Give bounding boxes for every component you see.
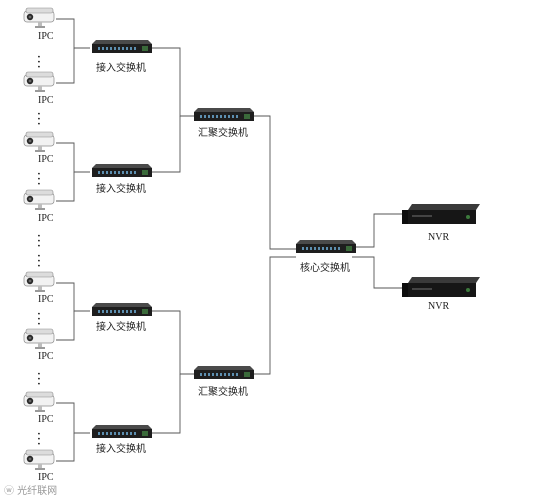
ellipsis-dots: ··· xyxy=(36,427,42,452)
access-switch-label: 接入交换机 xyxy=(96,184,146,195)
ipc-label: IPC xyxy=(38,472,54,483)
access-switch-label: 接入交换机 xyxy=(96,63,146,74)
nvr-recorder-icon xyxy=(402,204,480,224)
ipc-label: IPC xyxy=(38,414,54,425)
ellipsis-dots: ··· xyxy=(36,367,42,392)
nvr-label: NVR xyxy=(428,301,450,312)
aggregation-switches xyxy=(194,108,254,379)
watermark: ⓦ 光纤联网 xyxy=(4,486,58,497)
ipc-label: IPC xyxy=(38,154,54,165)
network-switch-icon xyxy=(92,425,152,438)
aggregation-switch-label: 汇聚交换机 xyxy=(198,128,248,139)
network-switch-icon xyxy=(92,164,152,177)
ip-camera-icon xyxy=(23,71,55,93)
ellipsis-dots: ··· xyxy=(36,167,42,192)
ellipsis-dots: ··· xyxy=(36,229,42,254)
access-switches xyxy=(92,40,152,438)
core-switch-label: 核心交换机 xyxy=(300,263,350,274)
access-switch-label: 接入交换机 xyxy=(96,444,146,455)
ip-camera-icon xyxy=(23,449,55,471)
ip-camera-icon xyxy=(23,328,55,350)
ellipsis-dots: ··· xyxy=(36,307,42,332)
ipc-label: IPC xyxy=(38,95,54,106)
aggregation-switch-label: 汇聚交换机 xyxy=(198,387,248,398)
network-switch-icon xyxy=(92,303,152,316)
access-switch-label: 接入交换机 xyxy=(96,322,146,333)
ip-camera-icon xyxy=(23,391,55,413)
network-switch-icon xyxy=(92,40,152,53)
ipc-label: IPC xyxy=(38,294,54,305)
ip-camera-icon xyxy=(23,7,55,29)
network-switch-icon xyxy=(194,366,254,379)
nvr-recorder-icon xyxy=(402,277,480,297)
nvr-label: NVR xyxy=(428,232,450,243)
ip-camera-icon xyxy=(23,131,55,153)
connection-lines xyxy=(56,18,402,462)
ipc-label: IPC xyxy=(38,351,54,362)
ip-camera-icon xyxy=(23,189,55,211)
ip-camera-icon xyxy=(23,271,55,293)
ellipsis-dots: ··· xyxy=(36,50,42,75)
ipc-label: IPC xyxy=(38,31,54,42)
ellipsis-dots: ··· xyxy=(36,249,42,274)
core-switch-icon xyxy=(296,240,356,253)
ipc-label: IPC xyxy=(38,213,54,224)
network-switch-icon xyxy=(194,108,254,121)
ellipsis-dots: ··· xyxy=(36,107,42,132)
